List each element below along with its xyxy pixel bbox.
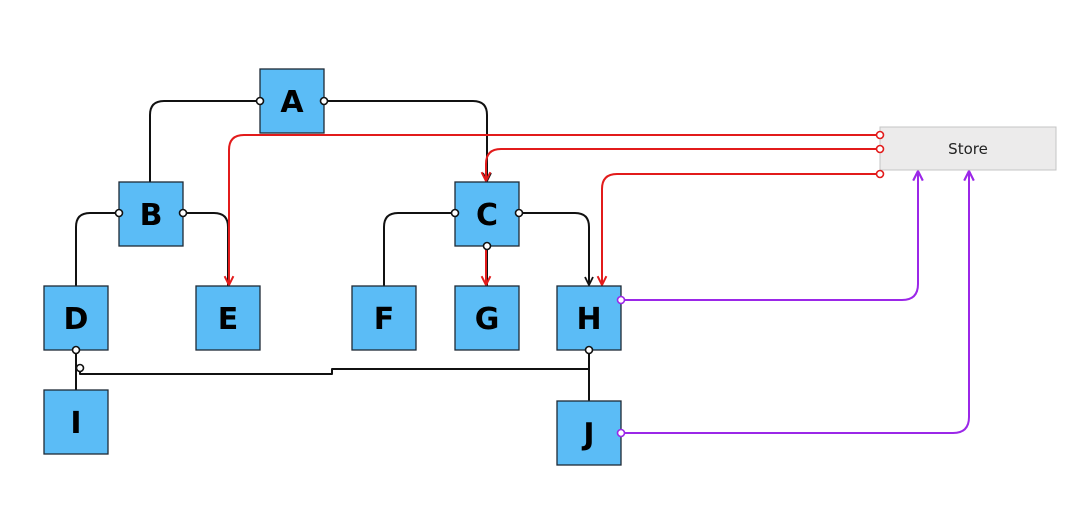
edge-h-store [620, 171, 918, 301]
node-c[interactable]: C [454, 181, 520, 247]
port-j-right[interactable] [616, 428, 626, 438]
edge-j-store [620, 171, 969, 434]
node-d-label: D [64, 302, 89, 337]
port-store-red-3[interactable] [875, 169, 885, 179]
port-b-right[interactable] [178, 208, 188, 218]
node-j[interactable]: J [556, 400, 622, 466]
node-g[interactable]: G [454, 285, 520, 351]
node-a[interactable]: A [259, 68, 325, 134]
edge-store-e [229, 134, 881, 285]
node-f-label: F [374, 302, 395, 337]
node-d[interactable]: D [43, 285, 109, 351]
node-h[interactable]: H [556, 285, 622, 351]
store-node[interactable]: Store [879, 126, 1057, 171]
port-store-red-2[interactable] [875, 144, 885, 154]
port-d-link[interactable] [75, 363, 85, 373]
port-a-left[interactable] [255, 96, 265, 106]
node-a-label: A [280, 85, 304, 120]
port-b-left[interactable] [114, 208, 124, 218]
node-h-label: H [576, 302, 601, 337]
port-h-bottom[interactable] [584, 345, 594, 355]
node-g-label: G [475, 302, 500, 337]
port-c-left[interactable] [450, 208, 460, 218]
edge-b-d [75, 212, 120, 287]
edge-a-c [323, 100, 487, 182]
node-b[interactable]: B [118, 181, 184, 247]
edge-a-b [149, 100, 261, 183]
port-h-right[interactable] [616, 295, 626, 305]
node-i[interactable]: I [43, 389, 109, 455]
edge-store-c [486, 148, 881, 181]
node-e[interactable]: E [195, 285, 261, 351]
edge-c-f [383, 212, 456, 287]
port-c-bottom[interactable] [482, 241, 492, 251]
port-a-right[interactable] [319, 96, 329, 106]
node-i-label: I [70, 406, 81, 441]
edge-h-d-link [79, 349, 590, 375]
node-b-label: B [140, 198, 163, 233]
edge-c-h [518, 212, 589, 286]
port-store-red-1[interactable] [875, 130, 885, 140]
store-label: Store [948, 140, 988, 158]
node-f[interactable]: F [351, 285, 417, 351]
port-c-right[interactable] [514, 208, 524, 218]
edge-store-h [602, 173, 881, 285]
node-j-label: J [581, 417, 594, 452]
node-c-label: C [476, 198, 498, 233]
port-d-bottom[interactable] [71, 345, 81, 355]
node-e-label: E [218, 302, 239, 337]
edge-b-e [182, 212, 229, 287]
